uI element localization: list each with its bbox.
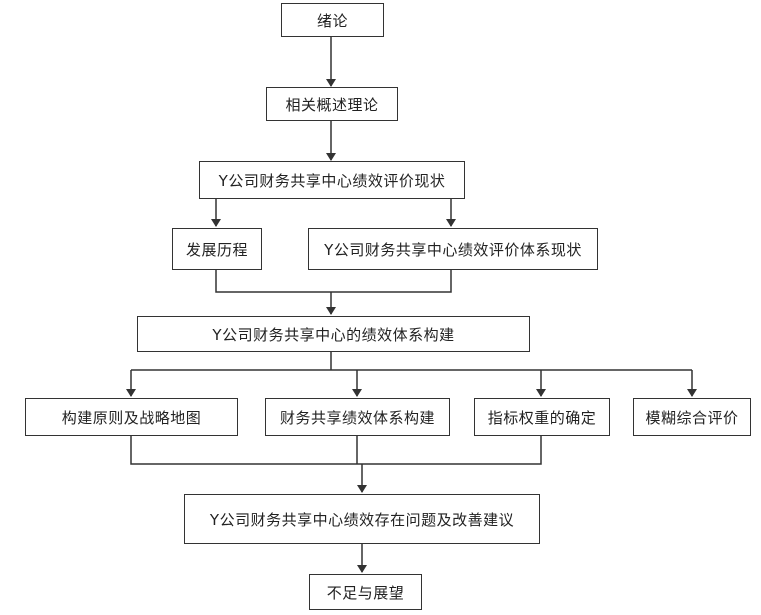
- node-status: Y公司财务共享中心绩效评价现状: [199, 161, 465, 199]
- node-system-status: Y公司财务共享中心绩效评价体系现状: [308, 228, 598, 270]
- node-outlook: 不足与展望: [309, 574, 422, 610]
- node-construction: Y公司财务共享中心的绩效体系构建: [137, 316, 530, 352]
- node-weights: 指标权重的确定: [474, 398, 610, 436]
- node-principles: 构建原则及战略地图: [25, 398, 238, 436]
- node-fuzzy: 模糊综合评价: [633, 398, 751, 436]
- merge-line-upper: [215, 270, 452, 293]
- node-problems: Y公司财务共享中心绩效存在问题及改善建议: [184, 494, 540, 544]
- merge-line-lower: [130, 436, 542, 465]
- node-theory: 相关概述理论: [266, 87, 398, 121]
- node-perf-system: 财务共享绩效体系构建: [265, 398, 450, 436]
- node-intro: 绪论: [281, 3, 384, 37]
- node-history: 发展历程: [172, 228, 262, 270]
